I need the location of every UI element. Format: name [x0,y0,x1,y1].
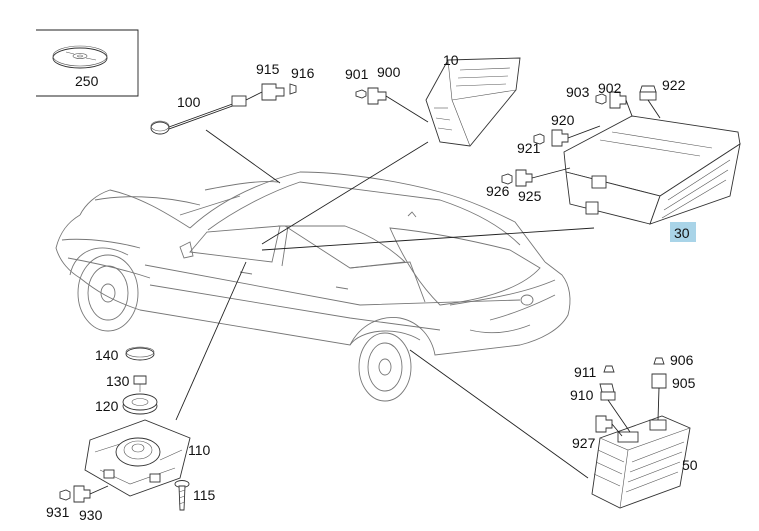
part-50-amplifier [591,415,691,509]
cd-disc-icon [52,45,108,69]
callout-120: 120 [95,398,119,414]
callout-50: 50 [682,457,698,473]
callout-115: 115 [193,487,216,503]
connectors-30-group [501,85,661,187]
callout-902: 902 [598,80,622,96]
callout-10: 10 [443,52,459,68]
callout-911: 911 [574,364,597,380]
callout-925: 925 [518,188,542,204]
callout-110: 110 [188,442,211,458]
callout-100: 100 [177,94,201,110]
speaker-parts [122,346,158,415]
callout-901: 901 [345,66,369,82]
callout-910: 910 [570,387,594,403]
callout-250: 250 [75,73,99,89]
callout-30: 30 [674,225,690,241]
callout-927: 927 [572,435,596,451]
callout-916: 916 [291,65,315,81]
screw-115 [174,480,190,511]
connector-931-930 [59,485,109,503]
callout-900: 900 [377,64,401,80]
connector-915-916 [261,83,297,101]
callout-922: 922 [662,77,686,93]
callout-930: 930 [79,507,103,523]
callout-931: 931 [46,504,70,520]
callout-903: 903 [566,84,590,100]
callout-140: 140 [95,347,119,363]
cd-inset: 250 [36,29,139,97]
callout-920: 920 [551,112,575,128]
part-10-display [425,57,521,147]
part-110-speaker [84,419,191,497]
connector-901-900 [355,87,429,123]
part-100-cable [150,91,263,135]
callout-30-highlight [670,222,696,242]
connectors-50-group [595,357,667,437]
part-30-head-unit [563,115,741,225]
callout-906: 906 [670,352,694,368]
car-outline [55,171,571,402]
callout-921: 921 [517,140,541,156]
callout-905: 905 [672,375,696,391]
callout-926: 926 [486,183,510,199]
leader-lines [175,129,595,479]
callout-labels: 100 915 916 901 900 10 903 902 922 920 9… [46,52,698,523]
callout-915: 915 [256,61,280,77]
callout-130: 130 [106,373,130,389]
